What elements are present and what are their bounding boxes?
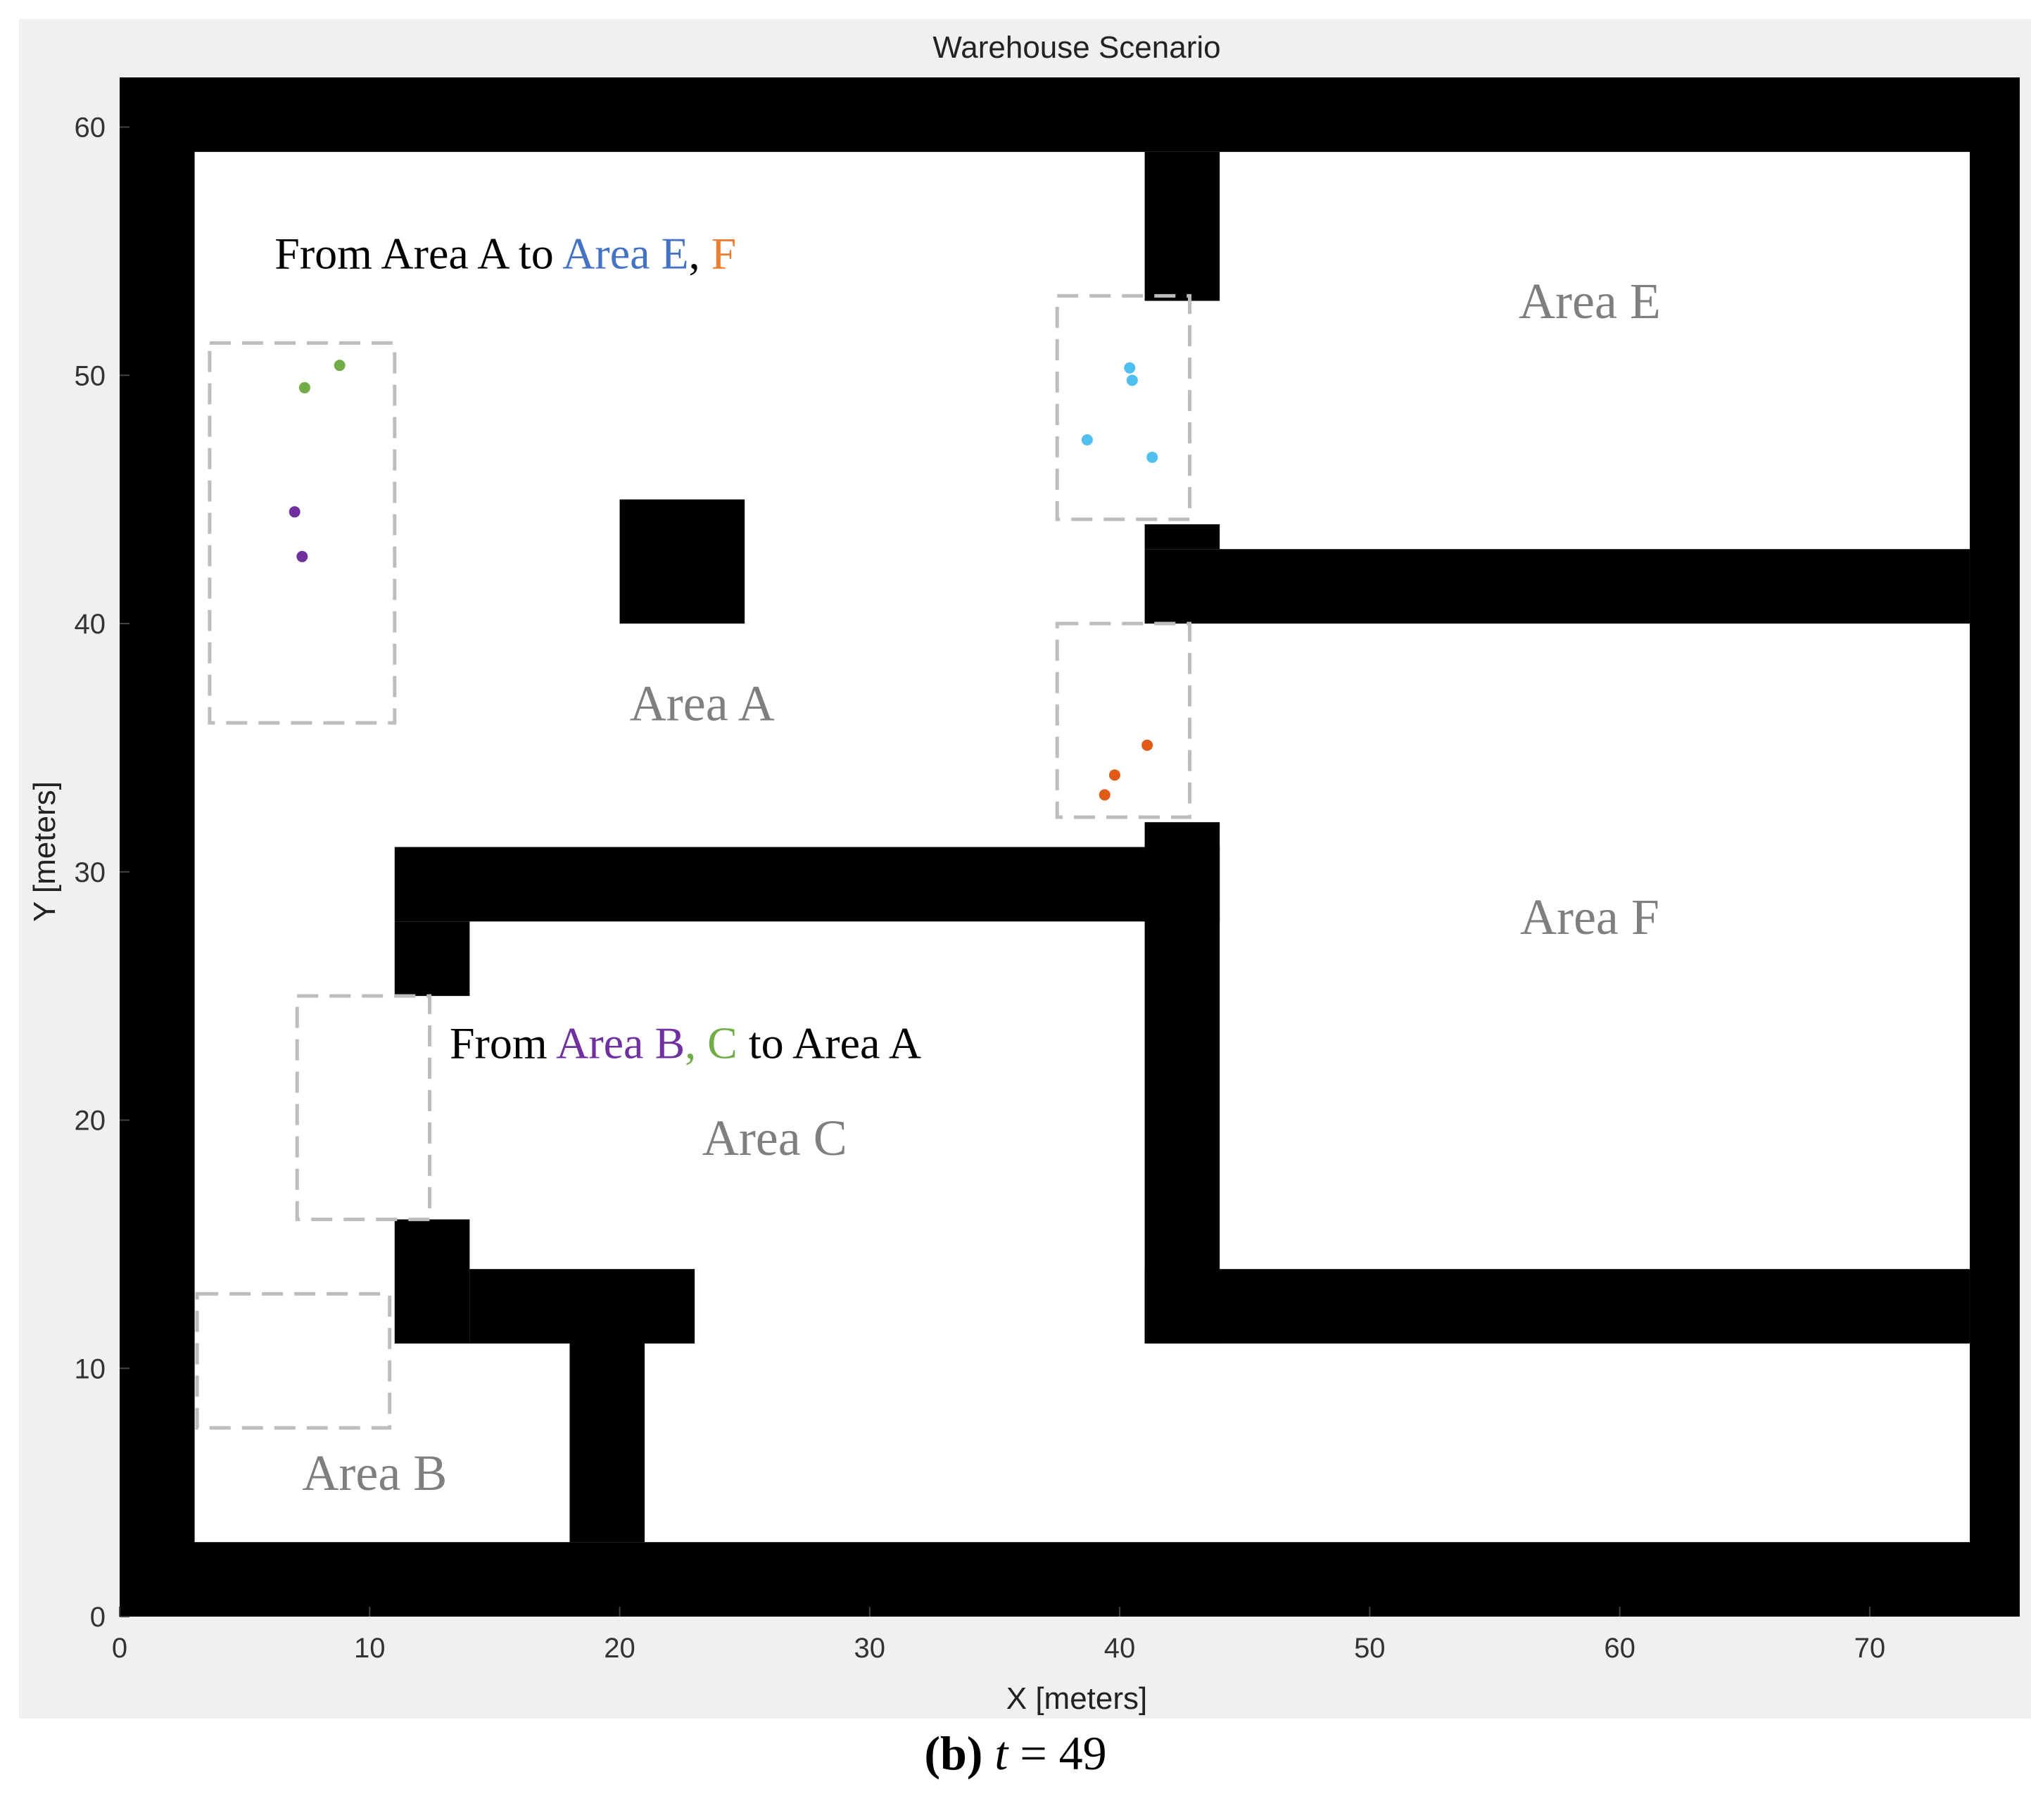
y-tick-label-6: 60 [75,113,106,144]
caption-variable: t [994,1726,1008,1780]
y-tick-label-1: 10 [75,1353,106,1384]
area-label-3: Area E [1519,273,1661,329]
wall-obstacle-11 [394,921,470,997]
robot-point-0-1 [296,550,308,562]
annotation-part-1-0: From [450,1018,556,1068]
wall-obstacle-4 [619,499,745,624]
wall-obstacle-9 [1144,822,1220,1344]
robot-point-3-2 [1141,739,1153,751]
caption-value: = 49 [1008,1726,1107,1780]
annotation-part-0-1: Area E [562,229,688,279]
y-tick-label-5: 50 [75,360,106,391]
wall-obstacle-14 [569,1343,645,1543]
dashed-region-0 [208,341,397,725]
area-labels: Area A Area B Area C Area E Area F [302,273,1660,1501]
y-axis-label: Y [meters] [27,781,62,922]
x-tick-label-7: 70 [1854,1633,1886,1664]
annotation-part-0-3: F [711,229,737,279]
wall-obstacle-2 [120,77,195,1617]
annotation-part-1-4: to Area A [738,1018,921,1068]
wall-obstacle-5 [1144,151,1220,301]
figure-caption: (b) t = 49 [0,1726,2031,1781]
wall-obstacle-12 [394,1219,470,1344]
robot-point-2-3 [1146,451,1158,463]
y-tick-label-4: 40 [75,609,106,640]
dashed-region-3 [295,994,432,1222]
robot-point-3-1 [1108,769,1120,781]
x-tick-label-1: 10 [354,1633,386,1664]
robot-point-1-0 [298,381,310,393]
route-annotation-1: From Area B, C to Area A [450,1018,921,1068]
robot-point-0-0 [289,506,300,518]
wall-obstacle-0 [120,1542,2020,1617]
dashed-regions [195,293,1192,1430]
robot-point-2-2 [1081,434,1093,446]
area-label-2: Area C [702,1110,847,1166]
robot-point-2-1 [1126,374,1138,386]
annotation-part-1-1: Area B [556,1018,685,1068]
x-tick-label-4: 40 [1104,1633,1136,1664]
y-tick-label-3: 30 [75,857,106,888]
area-label-4: Area F [1520,889,1659,945]
wall-obstacle-8 [394,847,1220,922]
x-tick-label-5: 50 [1354,1633,1386,1664]
dashed-region-1 [1055,293,1192,522]
annotation-part-1-3: C [707,1018,738,1068]
route-annotation-0: From Area A to Area E, F [274,229,736,279]
annotation-part-0-2: , [689,229,711,279]
route-annotations: From Area A to Area E, F From Area B, C t… [274,229,921,1068]
dashed-region-2 [1055,621,1192,819]
wall-obstacle-10 [1144,1269,1970,1344]
annotation-part-0-0: From Area A to [274,229,562,279]
wall-obstacle-6 [1144,549,1970,624]
robot-points [289,360,1158,801]
area-label-1: Area B [302,1445,447,1501]
caption-label: (b) [924,1726,983,1780]
robot-point-3-0 [1099,789,1111,801]
wall-obstacle-13 [469,1269,695,1344]
x-tick-label-6: 60 [1604,1633,1635,1664]
wall-obstacle-7 [1144,524,1220,550]
wall-obstacle-1 [120,77,2020,152]
x-tick-label-3: 30 [854,1633,886,1664]
dashed-region-4 [195,1291,392,1430]
wall-obstacle-3 [1969,77,2020,1617]
axes: 0 10 20 30 40 50 60 70 0 10 20 30 40 50 60 [75,113,1886,1664]
wall-obstacles [120,77,2020,1617]
y-tick-label-0: 0 [90,1602,106,1633]
x-axis-label: X [meters] [1006,1681,1148,1716]
x-tick-label-2: 20 [604,1633,635,1664]
x-tick-label-0: 0 [112,1633,127,1664]
y-tick-label-2: 20 [75,1106,106,1137]
robot-point-2-0 [1124,362,1136,374]
robot-point-1-1 [334,360,346,372]
annotation-part-1-2: , [685,1018,707,1068]
area-label-0: Area A [630,676,775,732]
chart-title: Warehouse Scenario [932,30,1220,65]
